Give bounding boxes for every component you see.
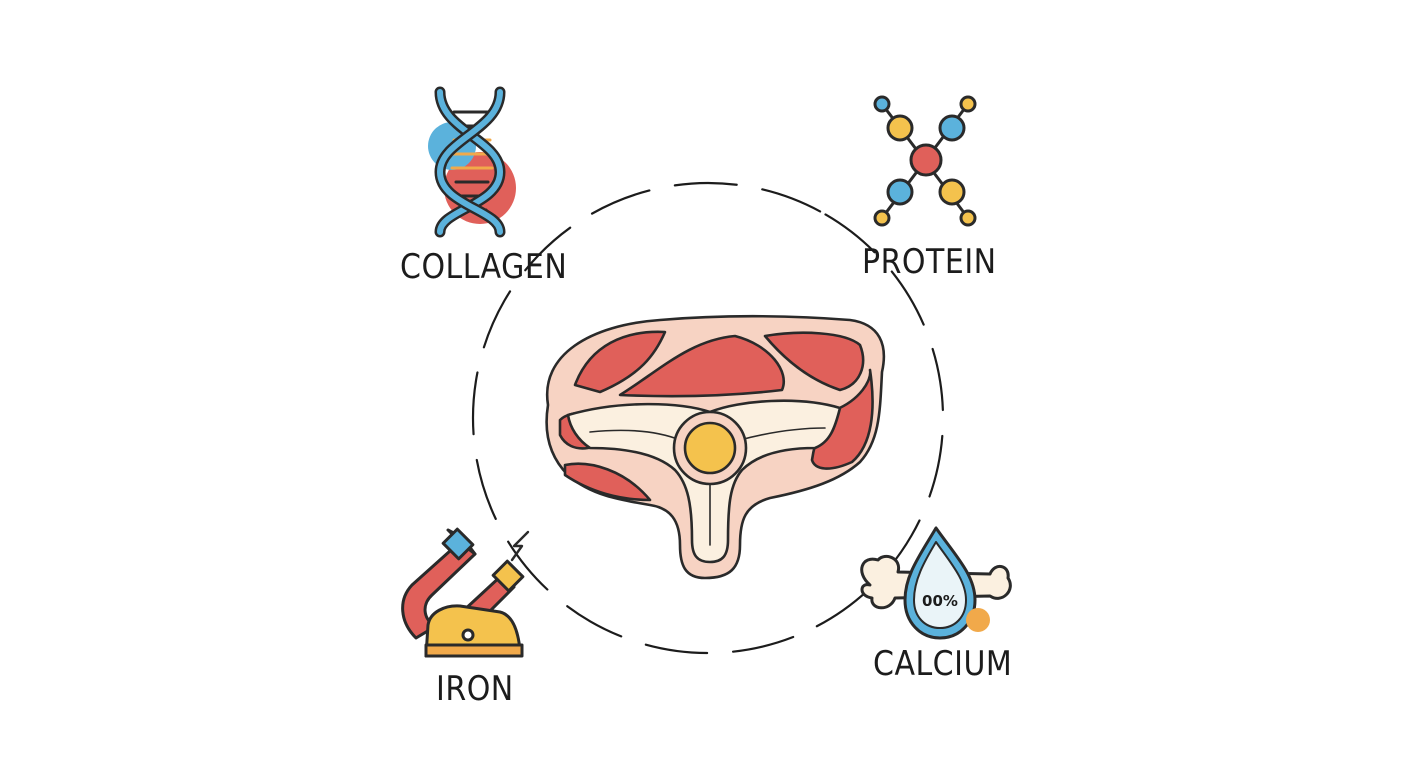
calcium-drop-text: 00% [922, 592, 958, 610]
orbit-ring [471, 181, 945, 655]
meat-cut-icon [545, 314, 886, 580]
dna-helix-icon [428, 86, 516, 238]
label-calcium: CALCIUM [873, 644, 1013, 685]
magnet-icon [401, 527, 530, 658]
bone-drop-icon: 00% [860, 526, 1012, 640]
label-collagen: COLLAGEN [400, 247, 568, 288]
label-iron: IRON [436, 669, 514, 710]
label-protein: PROTEIN [862, 242, 997, 283]
molecule-icon [873, 95, 977, 227]
